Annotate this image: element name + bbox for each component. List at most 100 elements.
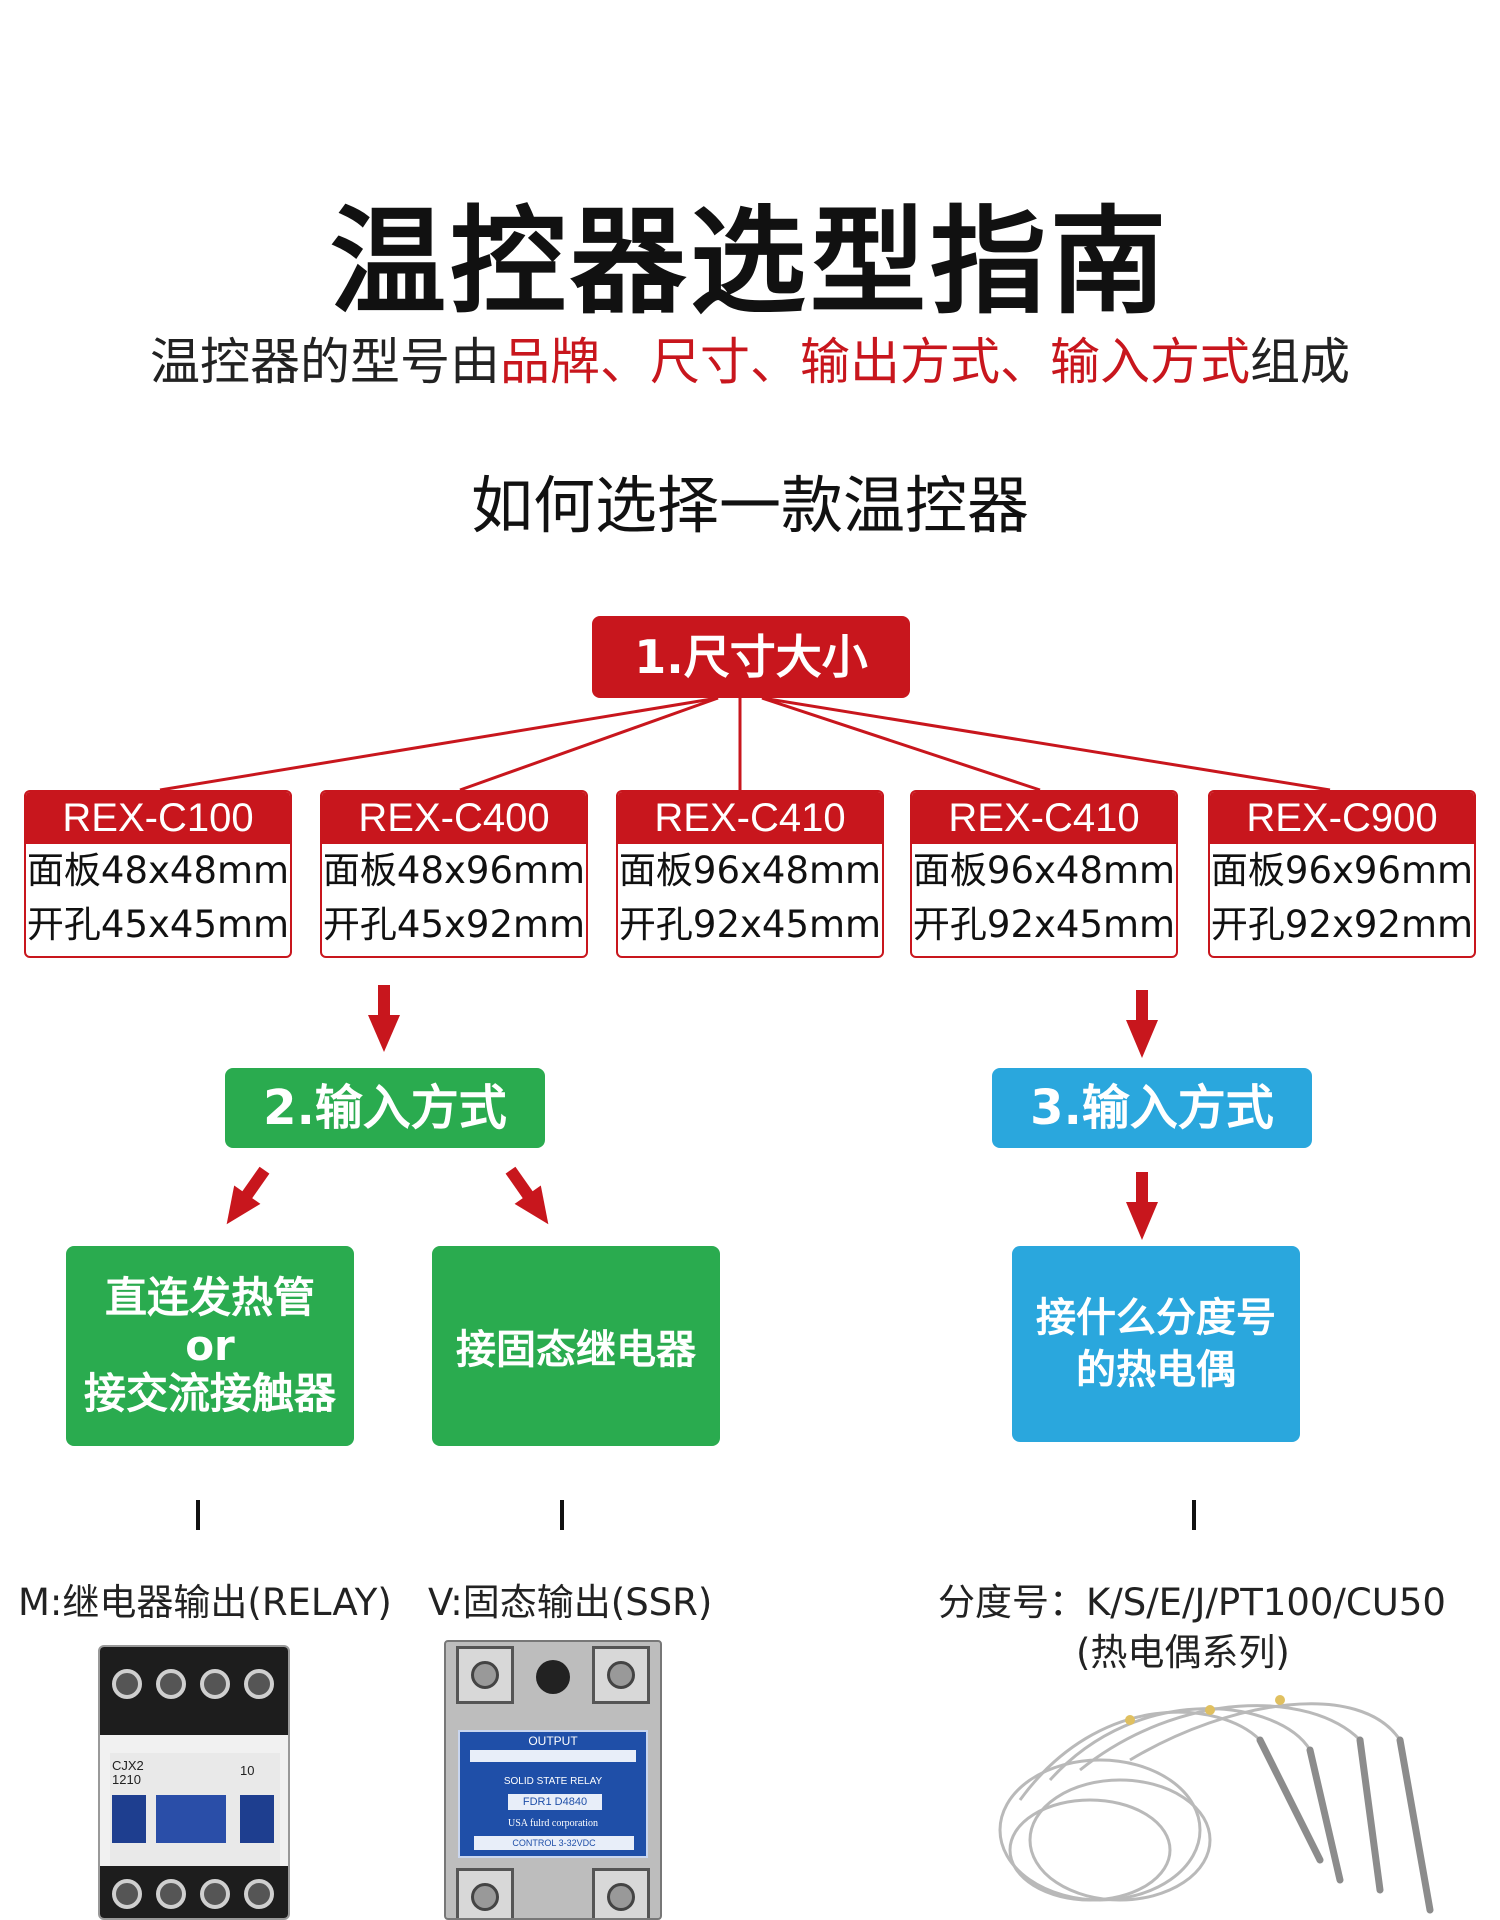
screw-icon xyxy=(112,1669,142,1699)
relay-terminal-cover xyxy=(156,1795,226,1843)
caption-ssr: V:固态输出(SSR) xyxy=(428,1581,713,1624)
option-text: or xyxy=(185,1321,235,1370)
screw-icon xyxy=(200,1879,230,1909)
screw-icon xyxy=(156,1669,186,1699)
cable-coil xyxy=(1028,1778,1212,1902)
arrow-down-icon xyxy=(368,985,400,1052)
caption-relay: M:继电器输出(RELAY) xyxy=(18,1581,392,1624)
section-heading: 如何选择一款温控器 xyxy=(470,469,1029,542)
divider-tick xyxy=(196,1500,200,1530)
thermocouple-product-image xyxy=(998,1695,1434,1914)
ssr-model-text: FDR1 D4840 xyxy=(508,1794,602,1810)
screw-icon xyxy=(112,1879,142,1909)
page-title: 温控器选型指南 xyxy=(330,195,1170,330)
model-name: REX-C100 xyxy=(26,792,290,844)
model-card: REX-C100 面板48x48mm 开孔45x45mm xyxy=(24,790,292,958)
connector-line xyxy=(459,696,719,792)
ssr-label-plate: OUTPUT SOLID STATE RELAY FDR1 D4840 USA … xyxy=(458,1730,648,1858)
model-name: REX-C410 xyxy=(912,792,1176,844)
screw-icon xyxy=(607,1883,635,1911)
relay-terminal-cover xyxy=(112,1795,146,1843)
ssr-terminal xyxy=(592,1868,650,1918)
subtitle-size: 尺寸 xyxy=(650,333,750,391)
model-cutout: 开孔45x92mm xyxy=(322,903,586,946)
ssr-maker-text: USA fulrd corporation xyxy=(508,1818,598,1829)
screw-icon xyxy=(244,1879,274,1909)
connector-line xyxy=(761,696,1331,792)
model-card: REX-C410 面板96x48mm 开孔92x45mm xyxy=(616,790,884,958)
model-name: REX-C400 xyxy=(322,792,586,844)
ssr-terminal xyxy=(456,1646,514,1704)
ssr-terminal xyxy=(456,1868,514,1918)
screw-icon xyxy=(156,1879,186,1909)
model-panel: 面板96x96mm xyxy=(1210,849,1474,892)
model-cutout: 开孔92x92mm xyxy=(1210,903,1474,946)
cable xyxy=(1018,1710,1262,1801)
arrow-down-icon xyxy=(1126,990,1158,1058)
ssr-product-image: OUTPUT SOLID STATE RELAY FDR1 D4840 USA … xyxy=(444,1640,662,1920)
cable xyxy=(1079,1704,1362,1772)
arrow-down-right-icon xyxy=(505,1166,549,1225)
option-text: 直连发热管 xyxy=(104,1273,315,1322)
caption-thermocouple-series: (热电偶系列) xyxy=(1076,1631,1290,1674)
model-name: REX-C410 xyxy=(618,792,882,844)
connector-line xyxy=(761,696,1041,792)
connector-line xyxy=(159,696,719,792)
model-panel: 面板48x96mm xyxy=(322,849,586,892)
model-card: REX-C900 面板96x96mm 开孔92x92mm xyxy=(1208,790,1476,958)
step-size: 1.尺寸大小 xyxy=(592,616,910,698)
model-cutout: 开孔92x45mm xyxy=(618,903,882,946)
wire-tip xyxy=(1275,1695,1285,1705)
subtitle-input: 输入方式 xyxy=(1050,333,1250,391)
cable xyxy=(1048,1707,1312,1782)
probe xyxy=(1306,1746,1344,1884)
subtitle-sep: 、 xyxy=(1000,333,1050,391)
step-input-method: 2.输入方式 xyxy=(225,1068,545,1148)
relay-product-image: CJX2 1210 10 xyxy=(98,1645,290,1920)
wire-tip xyxy=(1205,1705,1215,1715)
option-ssr: 接固态继电器 xyxy=(432,1246,720,1446)
relay-terminal-cover xyxy=(240,1795,274,1843)
caption-thermocouple: 分度号：K/S/E/J/PT100/CU50 xyxy=(938,1581,1446,1624)
subtitle-brand: 品牌 xyxy=(500,333,600,391)
screw-icon xyxy=(200,1669,230,1699)
arrow-down-icon xyxy=(1126,1172,1158,1240)
ssr-control-text: CONTROL 3-32VDC xyxy=(474,1836,634,1850)
probe xyxy=(1396,1736,1434,1914)
relay-rating-label: 10 xyxy=(240,1763,255,1778)
divider-tick xyxy=(1192,1500,1196,1530)
divider-tick xyxy=(560,1500,564,1530)
model-panel: 面板48x48mm xyxy=(26,849,290,892)
probe xyxy=(1256,1736,1324,1864)
model-cutout: 开孔45x45mm xyxy=(26,903,290,946)
subtitle-suffix: 组成 xyxy=(1250,333,1350,391)
wire-tip xyxy=(1125,1715,1135,1725)
cable-coil xyxy=(1008,1798,1172,1902)
subtitle-output: 输出方式 xyxy=(800,333,1000,391)
probe xyxy=(1356,1736,1384,1894)
screw-icon xyxy=(607,1661,635,1689)
option-text: 接什么分度号 xyxy=(1036,1295,1276,1341)
model-cutout: 开孔92x45mm xyxy=(912,903,1176,946)
ssr-mount-hole xyxy=(536,1660,570,1694)
model-name: REX-C900 xyxy=(1210,792,1474,844)
screw-icon xyxy=(471,1661,499,1689)
model-card: REX-C400 面板48x96mm 开孔45x92mm xyxy=(320,790,588,958)
subtitle: 温控器的型号由品牌、尺寸、输出方式、输入方式组成 xyxy=(0,322,1500,394)
screw-icon xyxy=(471,1883,499,1911)
arrow-down-left-icon xyxy=(226,1166,270,1225)
model-panel: 面板96x48mm xyxy=(912,849,1176,892)
subtitle-prefix: 温控器的型号由 xyxy=(150,333,500,391)
relay-model-label: CJX2 1210 xyxy=(112,1758,144,1787)
model-panel: 面板96x48mm xyxy=(618,849,882,892)
ssr-output-text: OUTPUT xyxy=(528,1734,578,1748)
model-card: REX-C410 面板96x48mm 开孔92x45mm xyxy=(910,790,1178,958)
subtitle-sep: 、 xyxy=(600,333,650,391)
step-input-method-thermocouple: 3.输入方式 xyxy=(992,1068,1312,1148)
screw-icon xyxy=(244,1669,274,1699)
subtitle-sep: 、 xyxy=(750,333,800,391)
cable xyxy=(1129,1702,1402,1762)
option-thermocouple: 接什么分度号 的热电偶 xyxy=(1012,1246,1300,1442)
ssr-label-strip xyxy=(470,1750,636,1762)
